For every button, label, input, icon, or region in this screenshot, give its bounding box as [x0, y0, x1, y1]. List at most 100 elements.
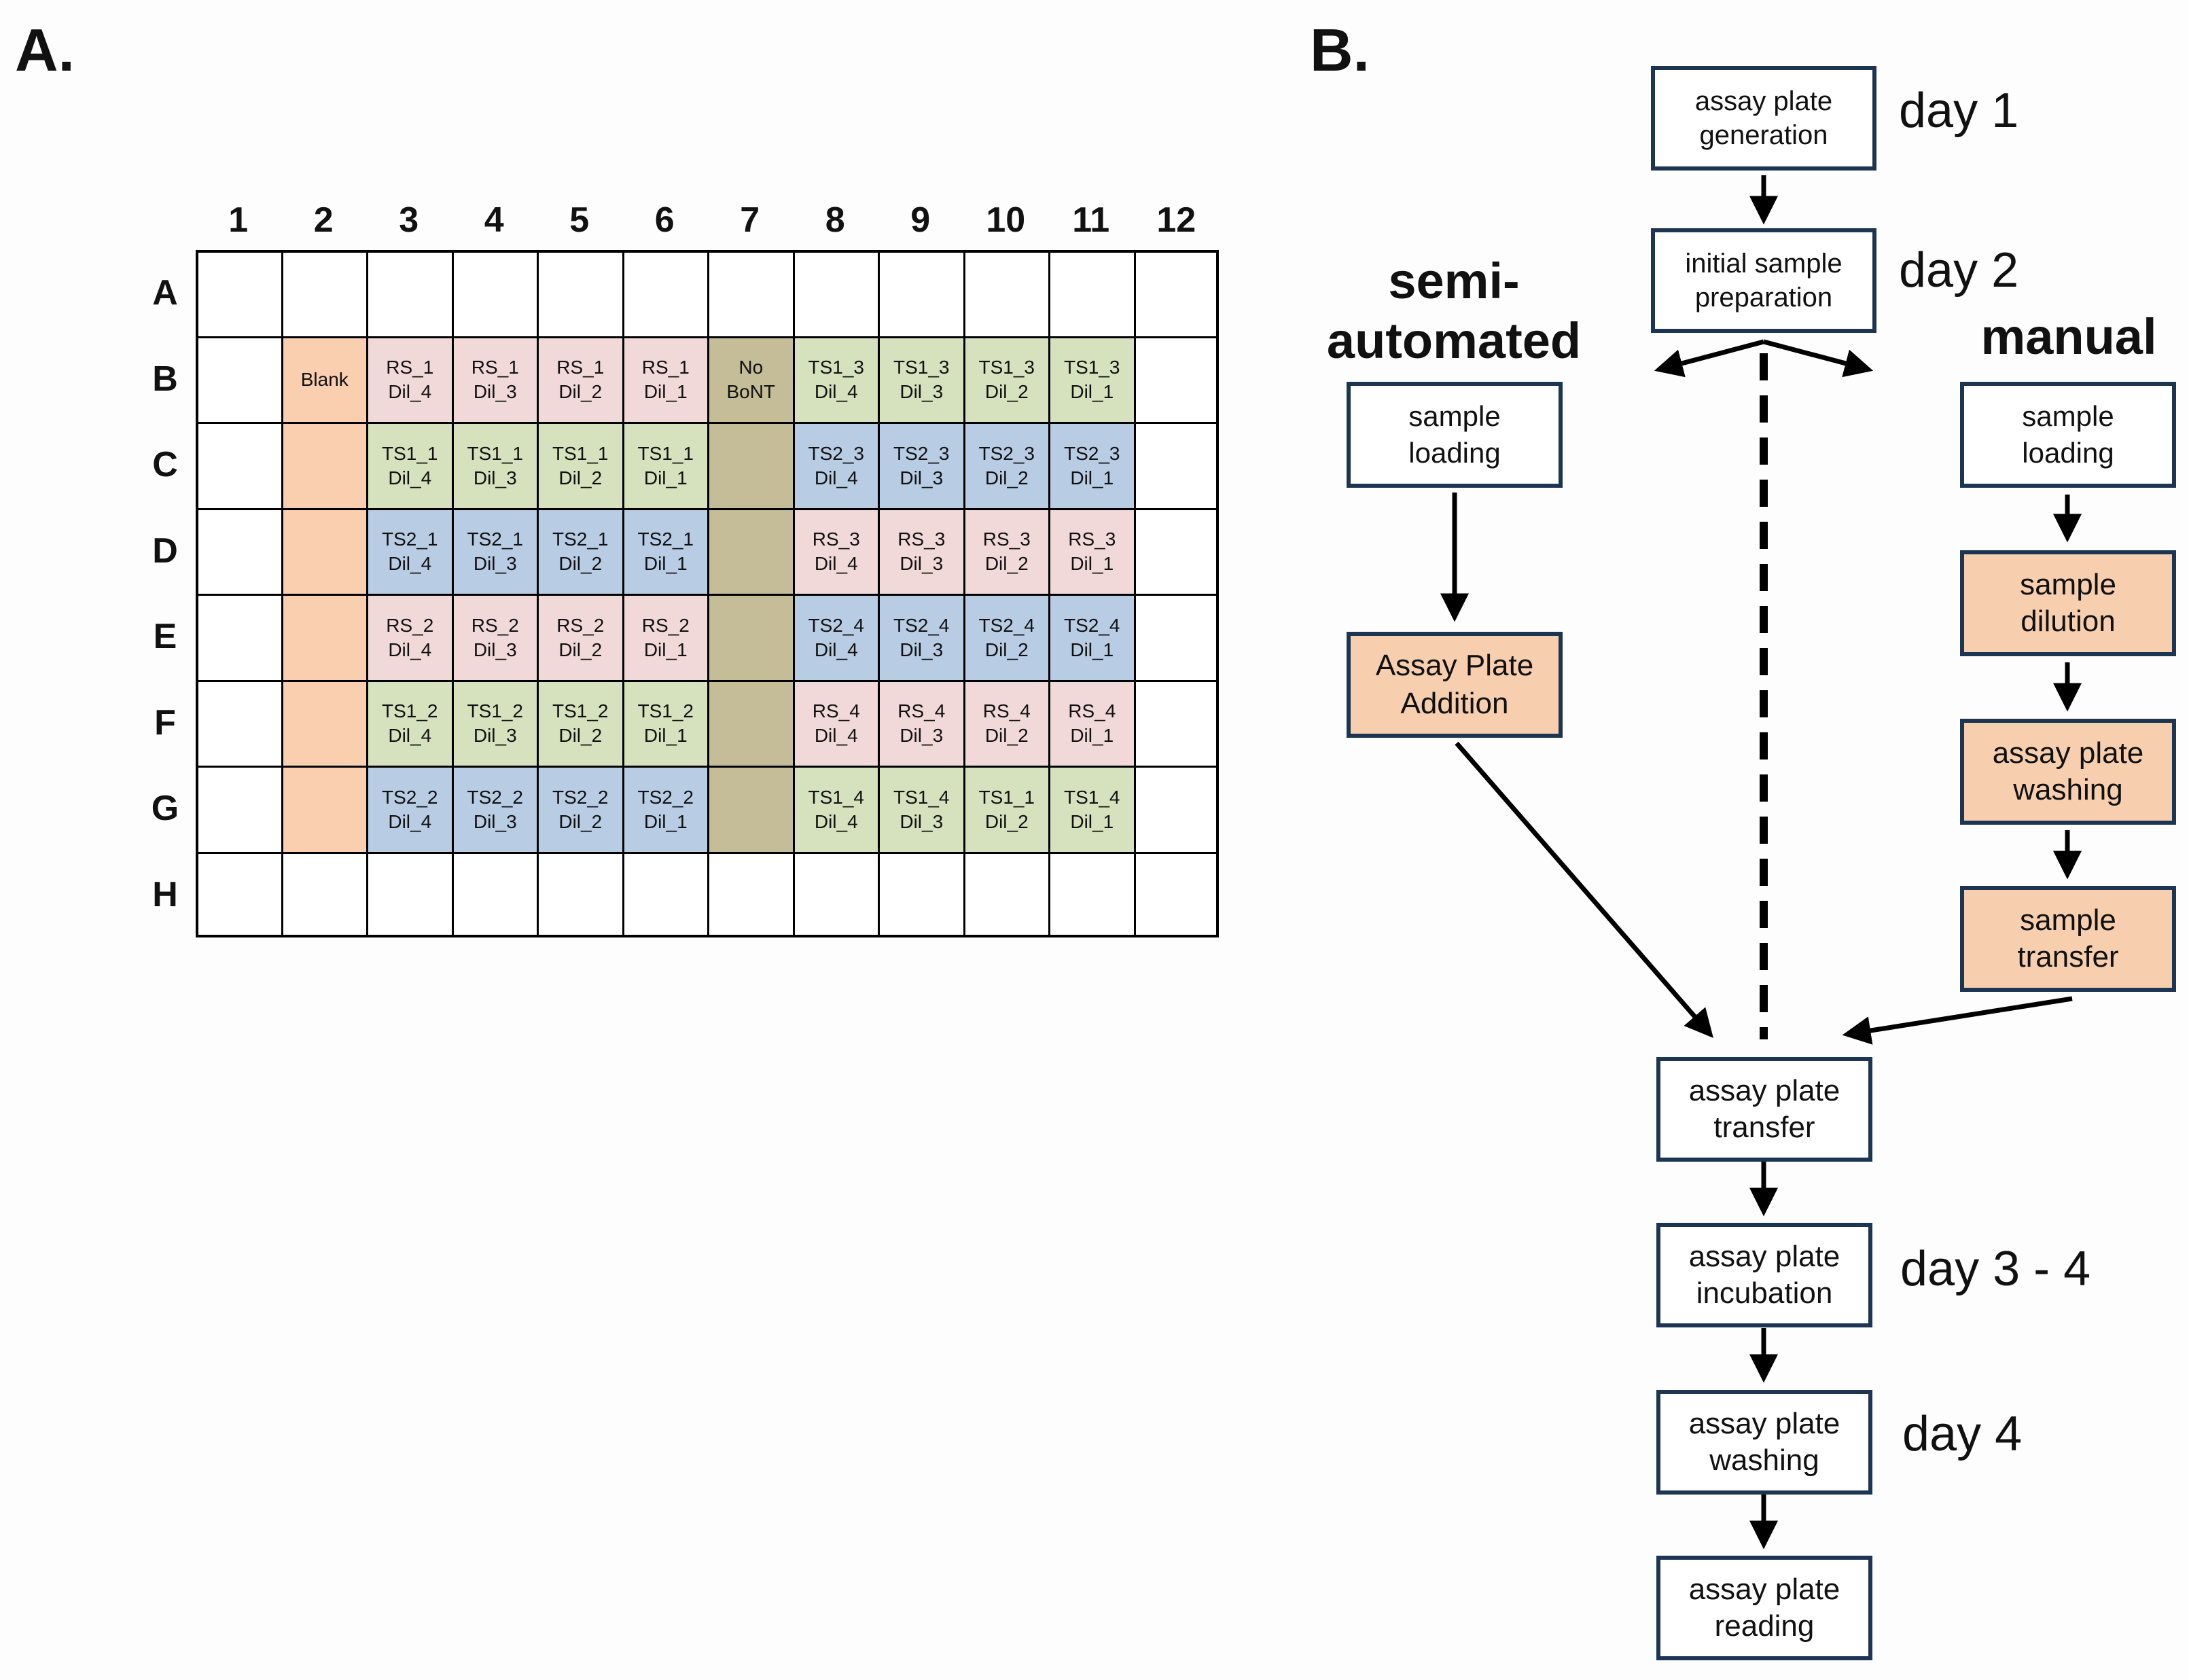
day-3-4-label: day 3 - 4 — [1900, 1242, 2091, 1296]
well-F2 — [281, 679, 366, 766]
well-A5 — [537, 250, 622, 336]
well-F7 — [707, 679, 793, 766]
well-H3 — [366, 851, 452, 937]
well-G12 — [1133, 766, 1219, 852]
box-assay-plate-addition: Assay Plate Addition — [1347, 632, 1563, 738]
well-B4: RS_1 Dil_3 — [451, 336, 537, 422]
well-E11: TS2_4 Dil_1 — [1048, 594, 1134, 680]
well-E8: TS2_4 Dil_4 — [792, 594, 878, 680]
well-E10: TS2_4 Dil_2 — [963, 594, 1048, 680]
well-A4 — [451, 250, 537, 336]
column-header-12: 12 — [1156, 200, 1196, 240]
well-E6: RS_2 Dil_1 — [622, 594, 707, 680]
arrow-semi-addition-to-transfer — [1455, 741, 1713, 1038]
box-manual-sample-loading: sample loading — [1960, 382, 2176, 488]
well-H1 — [196, 851, 281, 937]
well-C12 — [1133, 422, 1219, 508]
semi-automated-title: semi- automated — [1326, 253, 1582, 369]
well-G11: TS1_4 Dil_1 — [1048, 766, 1134, 852]
box-assay-plate-generation: assay plate generation — [1651, 66, 1876, 171]
column-header-9: 9 — [910, 200, 931, 240]
well-F6: TS1_2 Dil_1 — [622, 679, 707, 766]
well-E9: TS2_4 Dil_3 — [878, 594, 963, 680]
well-G1 — [196, 766, 281, 852]
box-semi-sample-loading: sample loading — [1347, 382, 1563, 488]
arrow-man-transfer-to-main — [1842, 996, 2073, 1045]
well-C7 — [707, 422, 793, 508]
well-E12 — [1133, 594, 1219, 680]
well-H5 — [537, 851, 622, 937]
well-G2 — [281, 766, 366, 852]
day-1-label: day 1 — [1899, 84, 2019, 138]
well-B3: RS_1 Dil_4 — [366, 336, 452, 422]
well-D1 — [196, 507, 281, 594]
row-header-C: C — [152, 445, 178, 485]
well-E4: RS_2 Dil_3 — [451, 594, 537, 680]
box-sample-dilution: sample dilution — [1960, 550, 2176, 656]
well-A1 — [196, 250, 281, 336]
well-H8 — [792, 851, 878, 937]
well-B9: TS1_3 Dil_3 — [878, 336, 963, 422]
well-A8 — [792, 250, 878, 336]
well-F4: TS1_2 Dil_3 — [451, 679, 537, 766]
well-D6: TS2_1 Dil_1 — [622, 507, 707, 594]
well-D3: TS2_1 Dil_4 — [366, 507, 452, 594]
well-A6 — [622, 250, 707, 336]
well-C11: TS2_3 Dil_1 — [1048, 422, 1134, 508]
well-D7 — [707, 507, 793, 594]
row-header-F: F — [154, 702, 176, 743]
column-header-7: 7 — [740, 200, 760, 240]
column-header-8: 8 — [825, 200, 845, 240]
well-G7 — [707, 766, 793, 852]
well-F9: RS_4 Dil_3 — [878, 679, 963, 766]
well-F12 — [1133, 679, 1219, 766]
column-header-4: 4 — [484, 200, 504, 240]
well-G5: TS2_2 Dil_2 — [537, 766, 622, 852]
well-B11: TS1_3 Dil_1 — [1048, 336, 1134, 422]
well-G4: TS2_2 Dil_3 — [451, 766, 537, 852]
well-D10: RS_3 Dil_2 — [963, 507, 1048, 594]
row-header-E: E — [153, 617, 177, 657]
box-assay-plate-incubation: assay plate incubation — [1656, 1223, 1872, 1327]
column-header-10: 10 — [986, 200, 1026, 240]
column-header-11: 11 — [1072, 200, 1110, 240]
well-B1 — [196, 336, 281, 422]
box-sample-transfer: sample transfer — [1960, 886, 2176, 992]
well-C10: TS2_3 Dil_2 — [963, 422, 1048, 508]
well-E3: RS_2 Dil_4 — [366, 594, 452, 680]
well-G6: TS2_2 Dil_1 — [622, 766, 707, 852]
well-H4 — [451, 851, 537, 937]
box-initial-sample-preparation: initial sample preparation — [1651, 228, 1876, 333]
well-A3 — [366, 250, 452, 336]
box-manual-assay-plate-washing: assay plate washing — [1960, 719, 2176, 825]
well-E2 — [281, 594, 366, 680]
well-A9 — [878, 250, 963, 336]
well-A10 — [963, 250, 1048, 336]
well-F10: RS_4 Dil_2 — [963, 679, 1048, 766]
well-E7 — [707, 594, 793, 680]
well-A11 — [1048, 250, 1134, 336]
well-B5: RS_1 Dil_2 — [537, 336, 622, 422]
well-H11 — [1048, 851, 1134, 937]
well-A7 — [707, 250, 793, 336]
well-H12 — [1133, 851, 1219, 937]
row-header-G: G — [151, 789, 179, 829]
well-E1 — [196, 594, 281, 680]
well-D2 — [281, 507, 366, 594]
well-G9: TS1_4 Dil_3 — [878, 766, 963, 852]
well-B2: Blank — [281, 336, 366, 422]
well-H6 — [622, 851, 707, 937]
well-D12 — [1133, 507, 1219, 594]
well-F3: TS1_2 Dil_4 — [366, 679, 452, 766]
row-header-A: A — [152, 273, 178, 313]
arrow-split-right — [1763, 339, 1874, 378]
column-header-2: 2 — [313, 200, 334, 240]
day-2-label: day 2 — [1899, 243, 2019, 298]
well-A2 — [281, 250, 366, 336]
row-header-D: D — [152, 531, 178, 571]
row-header-B: B — [152, 359, 178, 399]
well-B7: No BoNT — [707, 336, 793, 422]
well-D11: RS_3 Dil_1 — [1048, 507, 1134, 594]
well-C3: TS1_1 Dil_4 — [366, 422, 452, 508]
